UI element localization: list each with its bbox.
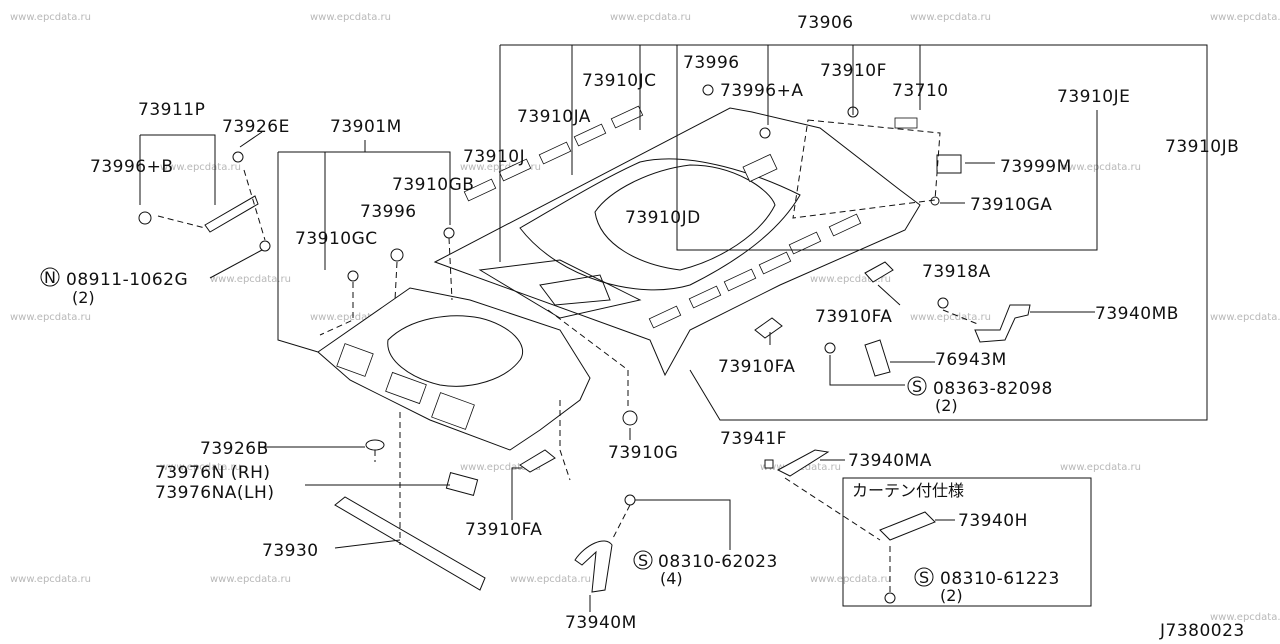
qty-08310-62023: (4) bbox=[660, 569, 683, 588]
svg-text:S: S bbox=[919, 568, 929, 587]
label-73910j: 73910J bbox=[463, 147, 525, 167]
watermark: www.epcdata.ru bbox=[910, 12, 991, 23]
watermark: www.epcdata.ru bbox=[10, 12, 91, 23]
watermark: www.epcdata.ru bbox=[10, 312, 91, 323]
label-73910gc: 73910GC bbox=[295, 229, 378, 249]
label-08310-62023: 08310-62023 bbox=[658, 552, 778, 572]
label-73926b: 73926B bbox=[200, 439, 269, 459]
label-73940ma: 73940MA bbox=[848, 451, 932, 471]
label-73910ga: 73910GA bbox=[970, 195, 1052, 215]
watermark: www.epcdata.ru bbox=[1210, 612, 1280, 623]
label-73901m: 73901M bbox=[330, 117, 402, 137]
label-73710: 73710 bbox=[892, 81, 949, 101]
label-76943m: 76943M bbox=[935, 350, 1007, 370]
label-73910fa-lower: 73910FA bbox=[465, 520, 542, 540]
watermark: www.epcdata.ru bbox=[1060, 162, 1141, 173]
small-parts bbox=[138, 84, 1031, 604]
watermark: www.epcdata.ru bbox=[1210, 312, 1280, 323]
svg-text:S: S bbox=[638, 551, 648, 570]
qty-08911: (2) bbox=[72, 288, 95, 307]
watermark: www.epcdata.ru bbox=[810, 574, 891, 585]
rear-panel-73901m bbox=[317, 287, 591, 451]
label-73910fa-mid: 73910FA bbox=[718, 357, 795, 377]
watermark: www.epcdata.ru bbox=[1210, 12, 1280, 23]
label-73999m: 73999M bbox=[1000, 157, 1072, 177]
label-73996-mid: 73996 bbox=[360, 202, 417, 222]
watermark: www.epcdata.ru bbox=[160, 162, 241, 173]
label-73996-a: 73996+A bbox=[720, 81, 803, 101]
assembly-dashes bbox=[157, 119, 981, 592]
leader-lines bbox=[139, 44, 1208, 612]
curtain-spec-title: カーテン付仕様 bbox=[852, 481, 964, 500]
watermark: www.epcdata.ru bbox=[160, 462, 241, 473]
label-73906: 73906 bbox=[797, 13, 854, 33]
curtain-spec-box bbox=[842, 477, 1092, 607]
watermark: www.epcdata.ru bbox=[510, 574, 591, 585]
label-73910f: 73910F bbox=[820, 61, 887, 81]
label-73911p: 73911P bbox=[138, 100, 205, 120]
label-73910gb: 73910GB bbox=[392, 175, 474, 195]
label-73910g: 73910G bbox=[608, 443, 678, 463]
qty-08310-61223: (2) bbox=[940, 586, 963, 605]
label-73910jc: 73910JC bbox=[582, 71, 656, 91]
label-73976na-lh: 73976NA(LH) bbox=[155, 483, 274, 503]
watermark: www.epcdata.ru bbox=[910, 312, 991, 323]
label-73996-b: 73996+B bbox=[90, 157, 174, 177]
label-73910jb: 73910JB bbox=[1165, 137, 1239, 157]
label-73930: 73930 bbox=[262, 541, 319, 561]
watermark: www.epcdata.ru bbox=[460, 462, 541, 473]
label-73940m: 73940M bbox=[565, 613, 637, 633]
label-73996: 73996 bbox=[683, 53, 740, 73]
label-73918a: 73918A bbox=[922, 262, 991, 282]
watermark: www.epcdata.ru bbox=[10, 574, 91, 585]
circle-s-marker: S bbox=[907, 376, 927, 396]
watermark: www.epcdata.ru bbox=[1060, 462, 1141, 473]
label-73910fa-upper: 73910FA bbox=[815, 307, 892, 327]
diagram-id: J7380023 bbox=[1159, 621, 1245, 640]
trim-strip-73930 bbox=[334, 496, 486, 591]
label-08310-61223: 08310-61223 bbox=[940, 569, 1060, 589]
label-73940mb: 73940MB bbox=[1095, 304, 1179, 324]
label-73941f: 73941F bbox=[720, 429, 787, 449]
circle-n-marker: N bbox=[40, 267, 60, 287]
svg-text:N: N bbox=[44, 268, 56, 287]
circle-s-marker: S bbox=[914, 567, 934, 587]
watermark: www.epcdata.ru bbox=[810, 274, 891, 285]
watermark: www.epcdata.ru bbox=[210, 574, 291, 585]
label-08911-1062g: 08911-1062G bbox=[66, 270, 188, 290]
watermark: www.epcdata.ru bbox=[610, 12, 691, 23]
watermark: www.epcdata.ru bbox=[310, 312, 391, 323]
label-73910je: 73910JE bbox=[1057, 87, 1130, 107]
label-73926e: 73926E bbox=[222, 117, 290, 137]
watermark: www.epcdata.ru bbox=[310, 12, 391, 23]
label-73940h: 73940H bbox=[958, 511, 1028, 531]
label-08363-82098: 08363-82098 bbox=[933, 379, 1053, 399]
label-73976n-rh: 73976N (RH) bbox=[155, 463, 271, 483]
label-73910jd: 73910JD bbox=[625, 208, 701, 228]
watermark: www.epcdata.ru bbox=[210, 274, 291, 285]
circle-s-marker: S bbox=[633, 550, 653, 570]
part-labels: 73906 73996 73996+A 73910F 73710 73910JC… bbox=[40, 13, 1245, 641]
svg-text:S: S bbox=[912, 377, 922, 396]
label-73910ja: 73910JA bbox=[517, 107, 591, 127]
qty-08363: (2) bbox=[935, 396, 958, 415]
